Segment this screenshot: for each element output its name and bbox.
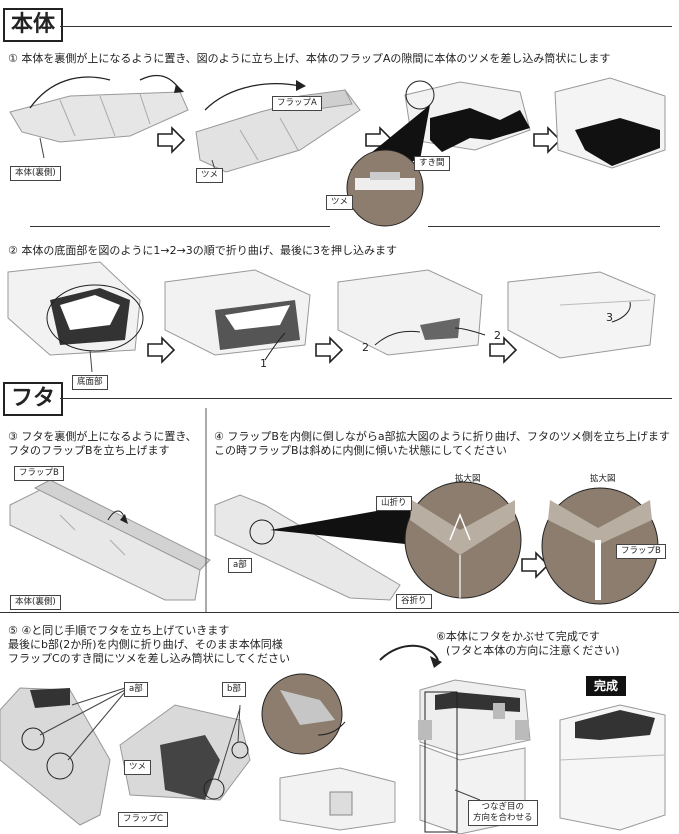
step6-label-align-line1: つなぎ目の bbox=[481, 802, 525, 812]
step5-tube-done bbox=[279, 767, 396, 831]
step3-label-body-back: 本体(裏側) bbox=[10, 595, 61, 610]
step1-flat-body bbox=[9, 74, 189, 159]
step4-label-zoom2: 拡大図 bbox=[590, 474, 616, 484]
step6-label-align-line2: 方向を合わせる bbox=[473, 813, 533, 823]
step2-number-1: 1 bbox=[260, 357, 267, 370]
step2-box-2 bbox=[164, 269, 311, 361]
step1-raised-body bbox=[195, 80, 361, 173]
step5-text-line3: フラップCのすき間にツメを差し込み筒状にしてください bbox=[8, 652, 291, 665]
step5-text-line1: ⑤ ④と同じ手順でフタを立ち上げていきます bbox=[8, 624, 230, 637]
step1-label-body-back: 本体(裏側) bbox=[10, 166, 61, 181]
section-rule-lid bbox=[60, 398, 672, 399]
step2-box-4 bbox=[507, 271, 656, 359]
step6-done-badge: 完成 bbox=[586, 676, 627, 696]
step4-label-part-a: a部 bbox=[228, 558, 252, 573]
step4-label-zoom1: 拡大図 bbox=[455, 474, 481, 484]
step1-label-tab2: ツメ bbox=[326, 195, 354, 210]
step1-label-tab: ツメ bbox=[196, 168, 224, 183]
step3-label-flap-b: フラップB bbox=[14, 466, 64, 481]
step-divider-3 bbox=[0, 612, 679, 613]
step4-text-line2: この時フラップBは斜めに内側に傾いた状態にしてください bbox=[214, 444, 507, 457]
step1-label-flap-a: フラップA bbox=[272, 96, 322, 111]
step2-box-1 bbox=[7, 261, 144, 373]
step6-finished-box bbox=[559, 704, 666, 831]
step4-label-flap-b: フラップB bbox=[616, 544, 666, 559]
step-divider-1 bbox=[30, 226, 330, 227]
step5-lid-raising bbox=[0, 687, 126, 826]
step5-lid-side bbox=[119, 673, 346, 801]
step4-text-line1: ④ フラップBを内側に倒しながらa部拡大図のように折り曲げ、フタのツメ側を立ち上… bbox=[214, 430, 670, 443]
section-title-lid: フタ bbox=[3, 382, 64, 416]
step4-label-valley-fold: 谷折り bbox=[396, 594, 432, 609]
step2-text: ② 本体の底面部を図のように1→2→3の順で折り曲げ、最後に3を押し込みます bbox=[8, 244, 398, 257]
step6-text-line1: ⑥本体にフタをかぶせて完成です bbox=[436, 630, 600, 643]
step2-box-3 bbox=[337, 269, 486, 356]
step6-label-align: つなぎ目の 方向を合わせる bbox=[468, 800, 538, 826]
step2-number-2b: 2 bbox=[494, 329, 501, 342]
step-divider-2 bbox=[428, 226, 660, 227]
step1-tube-forming bbox=[346, 80, 531, 227]
step5-text-line2: 最後にb部(2か所)を内側に折り曲げ、そのまま本体同様 bbox=[8, 638, 283, 651]
step5-label-flap-c: フラップC bbox=[118, 812, 168, 827]
step5-label-tab: ツメ bbox=[124, 760, 152, 775]
step2-number-2a: 2 bbox=[362, 341, 369, 354]
section-title-body: 本体 bbox=[3, 8, 64, 42]
step6-text-line2: (フタと本体の方向に注意ください) bbox=[446, 644, 620, 657]
step3-text-line1: ③ フタを裏側が上になるように置き、 bbox=[8, 430, 197, 443]
step1-label-gap: すき間 bbox=[414, 156, 450, 171]
step4-lid-fold bbox=[214, 481, 522, 601]
step3-text-line2: フタのフラップBを立ち上げます bbox=[8, 444, 170, 457]
step3-flat-lid bbox=[9, 479, 211, 601]
step1-text: ① 本体を裏側が上になるように置き、図のように立ち上げ、本体のフラップAの隙間に… bbox=[8, 52, 611, 65]
step2-label-bottom: 底面部 bbox=[72, 375, 108, 390]
step2-number-3: 3 bbox=[606, 311, 613, 324]
step5-label-part-b: b部 bbox=[222, 682, 246, 697]
step4-label-mountain-fold: 山折り bbox=[376, 496, 412, 511]
step1-tube-done bbox=[554, 77, 666, 169]
section-rule-body bbox=[60, 26, 672, 27]
step5-label-part-a: a部 bbox=[124, 682, 148, 697]
